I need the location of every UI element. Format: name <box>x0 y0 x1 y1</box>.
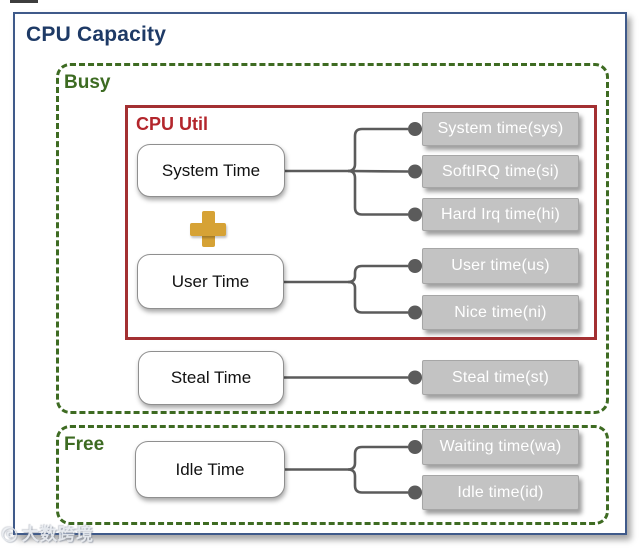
leaf-nice-time-ni: Nice time(ni) <box>422 295 579 330</box>
node-system-time: System Time <box>137 144 285 197</box>
free-section-label: Free <box>64 434 105 455</box>
plus-icon <box>190 211 226 247</box>
leaf-idle-time-id-label: Idle time(id) <box>457 483 544 501</box>
leaf-user-time-us-label: User time(us) <box>451 257 550 274</box>
busy-section: Busy <box>56 63 609 414</box>
leaf-waiting-time-wa-label: Waiting time(wa) <box>439 438 562 455</box>
leaf-steal-time-st-label: Steal time(st) <box>451 368 550 386</box>
watermark-text: 大数跨境 <box>22 525 95 544</box>
cpu-capacity-container: CPU Capacity <box>13 12 627 535</box>
leaf-softirq-time-si-label: SoftIRQ time(si) <box>442 162 559 180</box>
leaf-user-time-us: User time(us) <box>422 248 579 284</box>
leaf-nice-time-ni-label: Nice time(ni) <box>454 303 547 321</box>
plus-icon-horizontal-bar <box>190 222 226 236</box>
node-steal-time: Steal Time <box>138 351 284 405</box>
page-title: CPU Capacity <box>26 23 167 46</box>
leaf-system-time-sys: System time(sys) <box>422 112 579 146</box>
node-idle-time: Idle Time <box>135 441 285 498</box>
leaf-steal-time-st: Steal time(st) <box>422 360 579 395</box>
node-idle-time-label: Idle Time <box>175 459 245 479</box>
screenshot-artifact-mark <box>10 0 38 3</box>
cpu-util-label: CPU Util <box>136 114 208 134</box>
node-system-time-label: System Time <box>161 160 261 180</box>
node-user-time-label: User Time <box>171 271 250 291</box>
watermark-logo-icon: ⓒ <box>2 527 19 544</box>
leaf-system-time-sys-label: System time(sys) <box>437 120 564 137</box>
leaf-softirq-time-si: SoftIRQ time(si) <box>422 155 579 188</box>
node-user-time: User Time <box>137 254 284 309</box>
leaf-waiting-time-wa: Waiting time(wa) <box>422 429 579 465</box>
leaf-idle-time-id: Idle time(id) <box>422 475 579 510</box>
leaf-hard-irq-time-hi-label: Hard Irq time(hi) <box>441 205 560 223</box>
cpu-util-frame: CPU Util <box>125 105 597 340</box>
node-steal-time-label: Steal Time <box>170 368 252 387</box>
busy-section-label: Busy <box>64 72 111 93</box>
free-section: Free <box>56 425 609 525</box>
leaf-hard-irq-time-hi: Hard Irq time(hi) <box>422 198 579 231</box>
